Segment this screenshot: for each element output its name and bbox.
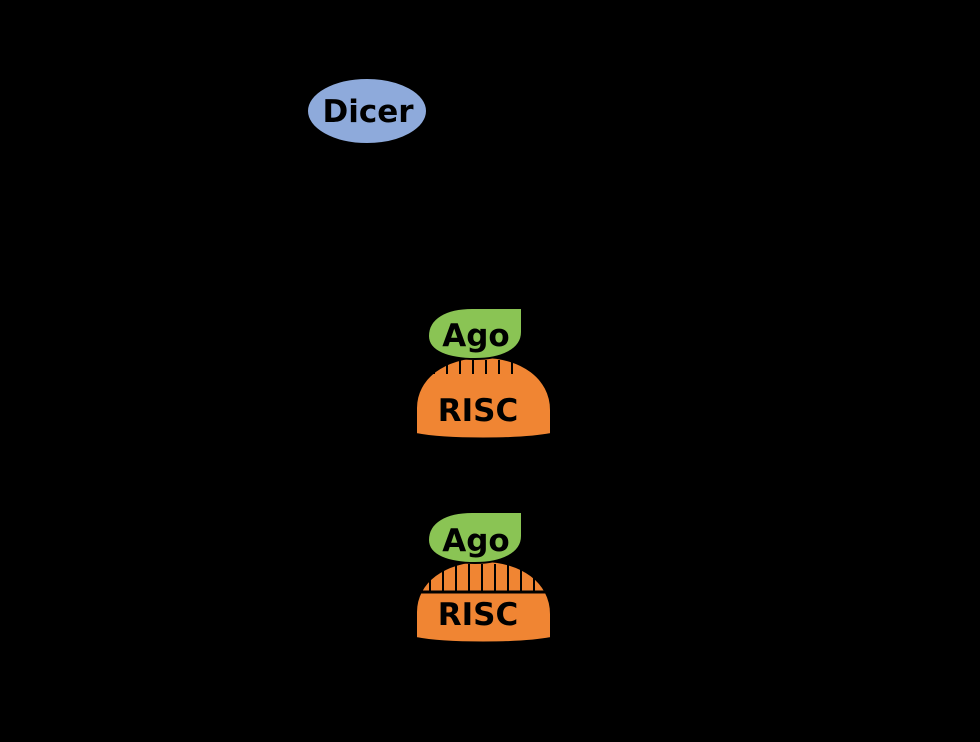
base-pair-ticks: [429, 564, 535, 592]
risc-label: RISC: [438, 393, 518, 429]
risc-complex-2: Ago RISC: [415, 511, 552, 644]
risc-label: RISC: [438, 597, 518, 633]
risc-strand-ticks: [433, 360, 513, 374]
risc-complex-1: Ago RISC: [415, 307, 552, 440]
risc-body-shape: [415, 355, 552, 440]
ago-shape: [426, 307, 523, 361]
dicer-shape: [306, 77, 428, 145]
ago-label: Ago: [442, 318, 509, 354]
dicer-enzyme: Dicer: [306, 77, 428, 145]
dicer-label: Dicer: [322, 94, 414, 130]
ago-shape: [426, 511, 523, 565]
ago-label: Ago: [442, 523, 509, 559]
